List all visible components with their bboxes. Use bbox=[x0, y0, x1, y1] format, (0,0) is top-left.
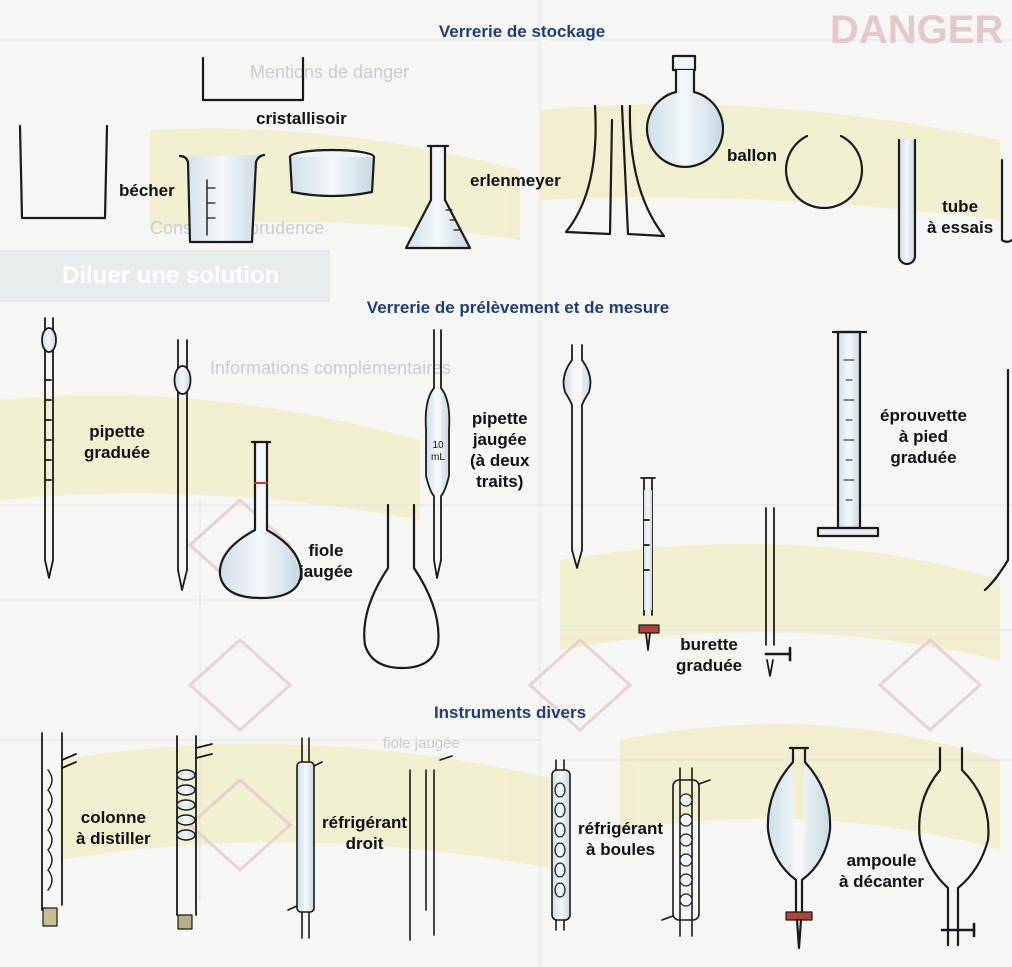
pipette-graduee-drawing bbox=[42, 318, 56, 578]
label-refrigerant-boules: réfrigérantà boules bbox=[578, 818, 663, 860]
label-erlenmeyer: erlenmeyer bbox=[470, 170, 561, 191]
ballon-outline-drawing bbox=[786, 136, 862, 208]
fiole-jaugee-outline-drawing bbox=[364, 505, 438, 668]
label-cristallisoir: cristallisoir bbox=[256, 108, 347, 129]
label-becher: bécher bbox=[119, 180, 175, 201]
ampoule-decanter-outline-drawing bbox=[919, 748, 988, 945]
section-title-storage: Verrerie de stockage bbox=[439, 22, 605, 42]
erlenmeyer-drawing bbox=[406, 146, 470, 248]
eprouvette-outline-drawing bbox=[985, 370, 1008, 590]
label-ballon: ballon bbox=[727, 145, 777, 166]
refrigerant-droit-outline-drawing bbox=[410, 756, 452, 940]
ballon-drawing bbox=[647, 56, 723, 167]
label-fiole-jaugee: fiolejaugée bbox=[299, 540, 353, 582]
fiole-jaugee-drawing bbox=[220, 442, 301, 598]
label-pipette-graduee: pipettegraduée bbox=[84, 421, 150, 463]
refrigerant-droit-drawing bbox=[288, 738, 322, 938]
becher-outline-drawing bbox=[20, 126, 107, 218]
pipette-graduee-2-drawing bbox=[175, 340, 191, 590]
refrigerant-boules-drawing bbox=[552, 760, 570, 930]
section-title-measure: Verrerie de prélèvement et de mesure bbox=[367, 298, 669, 318]
colonne-distiller-2-drawing bbox=[177, 736, 212, 929]
pipette-volume-mark: 10mL bbox=[428, 440, 448, 464]
pipette-jaugee-2-drawing bbox=[564, 345, 591, 568]
becher-drawing bbox=[180, 155, 264, 242]
label-burette: burettegraduée bbox=[676, 634, 742, 676]
label-pipette-jaugee: pipettejaugée(à deuxtraits) bbox=[470, 408, 530, 492]
burette-drawing bbox=[639, 478, 659, 650]
label-tube-essais: tubeà essais bbox=[927, 196, 993, 238]
label-refrigerant-droit: réfrigérantdroit bbox=[322, 812, 407, 854]
ampoule-decanter-drawing bbox=[768, 748, 830, 948]
label-colonne: colonneà distiller bbox=[76, 807, 151, 849]
label-ampoule: ampouleà décanter bbox=[839, 850, 924, 892]
cristallisoir-outline-drawing bbox=[203, 58, 303, 100]
eprouvette-drawing bbox=[818, 332, 878, 536]
burette-outline-drawing bbox=[766, 508, 790, 676]
cristallisoir-drawing bbox=[290, 150, 374, 196]
label-eprouvette: éprouvetteà piedgraduée bbox=[880, 405, 967, 468]
refrigerant-boules-2-drawing bbox=[662, 768, 710, 936]
colonne-distiller-drawing bbox=[42, 733, 76, 926]
section-title-misc: Instruments divers bbox=[434, 703, 586, 723]
